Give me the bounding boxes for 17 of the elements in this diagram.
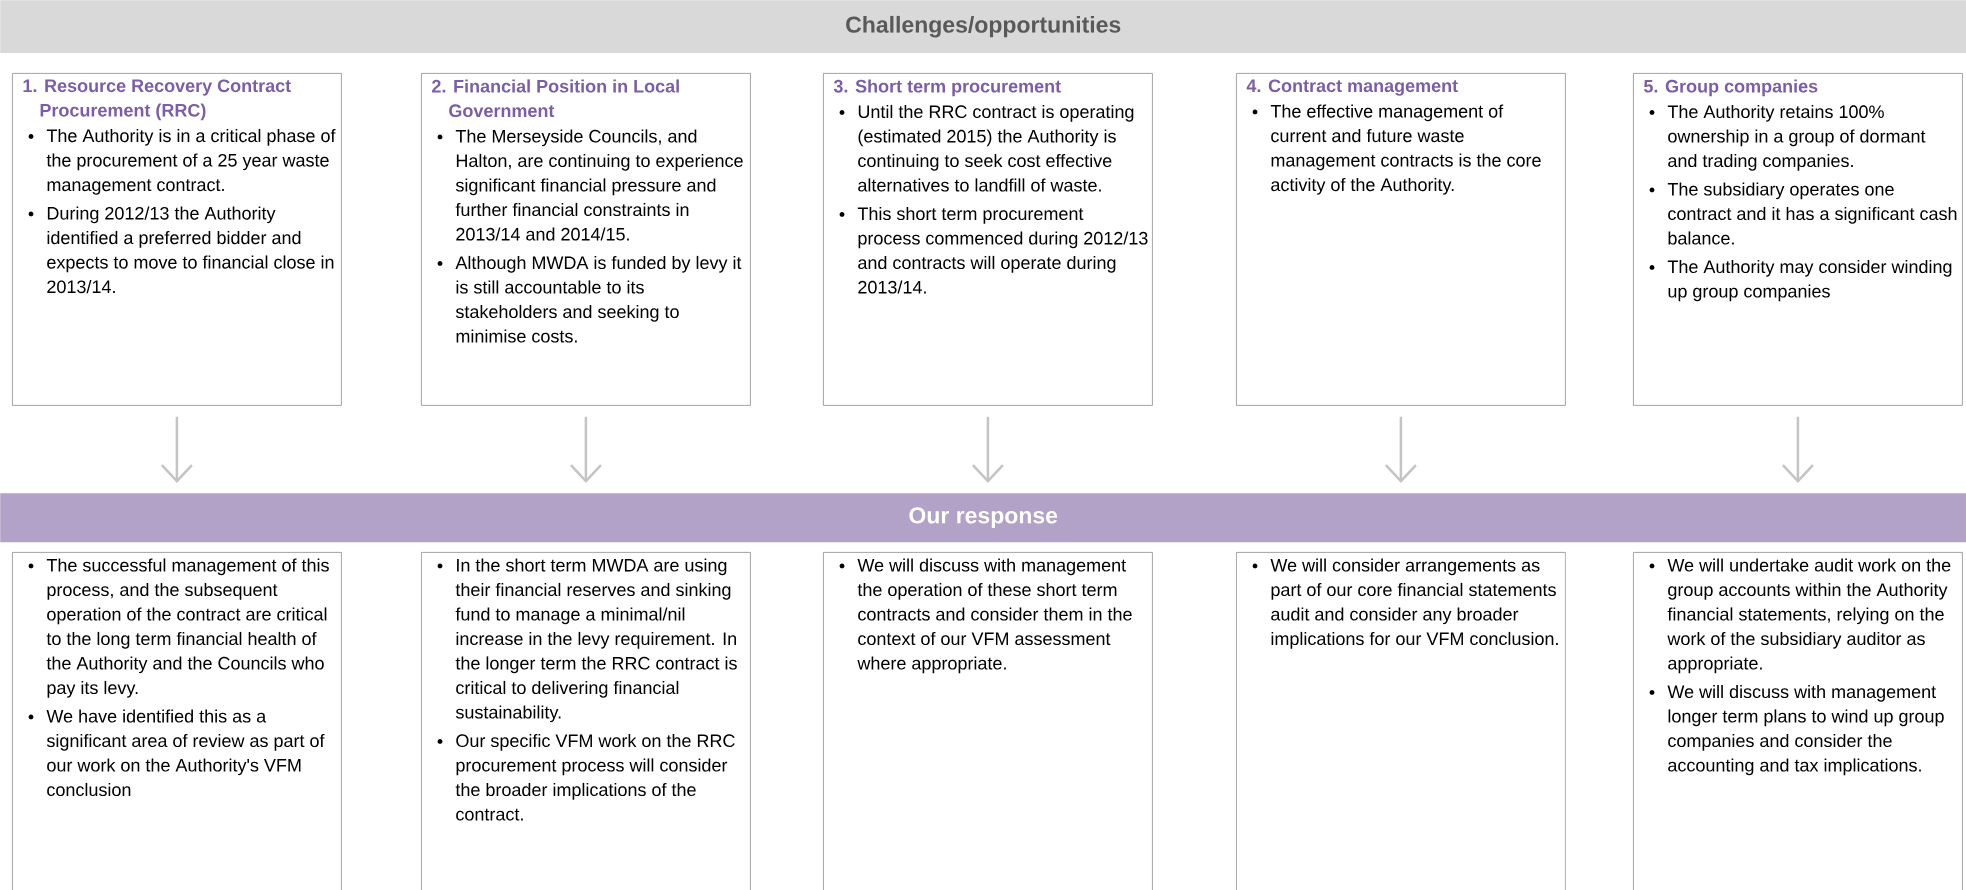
arrow bbox=[1385, 416, 1417, 483]
text-box: We will consider arrangements as part of our core financial statements audit and consider any broader implications for our VFM conclusion. bbox=[1236, 552, 1566, 890]
text-box: 3. Short term procurement Until the RRC contract is operating (estimated 2015) the Authority is continuing to seek cost effective alternatives to landfill of waste. This short term procurement process commenced during 2012/13 and contracts will operate during 2013/14. bbox=[823, 73, 1153, 406]
arrow bbox=[161, 416, 193, 483]
text-box: 5. Group companies The Authority retains 100% ownership in a group of dormant and trading companies. The subsidiary operates one contract and it has a significant cash balance. The Authority may consider winding up group companies bbox=[1633, 73, 1963, 406]
arrow bbox=[1782, 416, 1814, 483]
text-box: 1. Resource Recovery Contract Procurement (RRC) The Authority is in a critical phase of the procurement of a 25 year waste management contract. During 2012/13 the Authority identified a preferred bidder and expects to move to financial close in 2013/14. bbox=[12, 73, 342, 406]
arrow bbox=[972, 416, 1004, 483]
arrow bbox=[570, 416, 602, 483]
text-box: In the short term MWDA are using their financial reserves and sinking fund to manage a minimal/nil increase in the levy requirement. In the longer term the RRC contract is critical to delivering financial sustainability. Our specific VFM work on the RRC procurement process will consider the broader implications of the contract. bbox=[421, 552, 751, 890]
text-box: The successful management of this process, and the subsequent operation of the contract are critical to the long term financial health of the Authority and the Councils who pay its levy. We have identified this as a significant area of review as part of our work on the Authority's VFM conclusion bbox=[12, 552, 342, 890]
section-band: Our response bbox=[0, 493, 1966, 543]
text-box: We will discuss with management the operation of these short term contracts and consider them in the context of our VFM assessment where appropriate. bbox=[823, 552, 1153, 890]
text-box: 2. Financial Position in Local Government The Merseyside Councils, and Halton, are continuing to experience significant financial pressure and further financial constraints in 2013/14 and 2014/15. Although MWDA is funded by levy it is still accountable to its stakeholders and seeking to minimise costs. bbox=[421, 73, 751, 406]
text-box: We will undertake audit work on the group accounts within the Authority financial statements, relying on the work of the subsidiary auditor as appropriate. We will discuss with management longer term plans to wind up group companies and consider the accounting and tax implications. bbox=[1633, 552, 1963, 890]
section-band: Challenges/opportunities bbox=[0, 0, 1966, 54]
text-box: 4. Contract management The effective management of current and future waste management contracts is the core activity of the Authority. bbox=[1236, 73, 1566, 406]
